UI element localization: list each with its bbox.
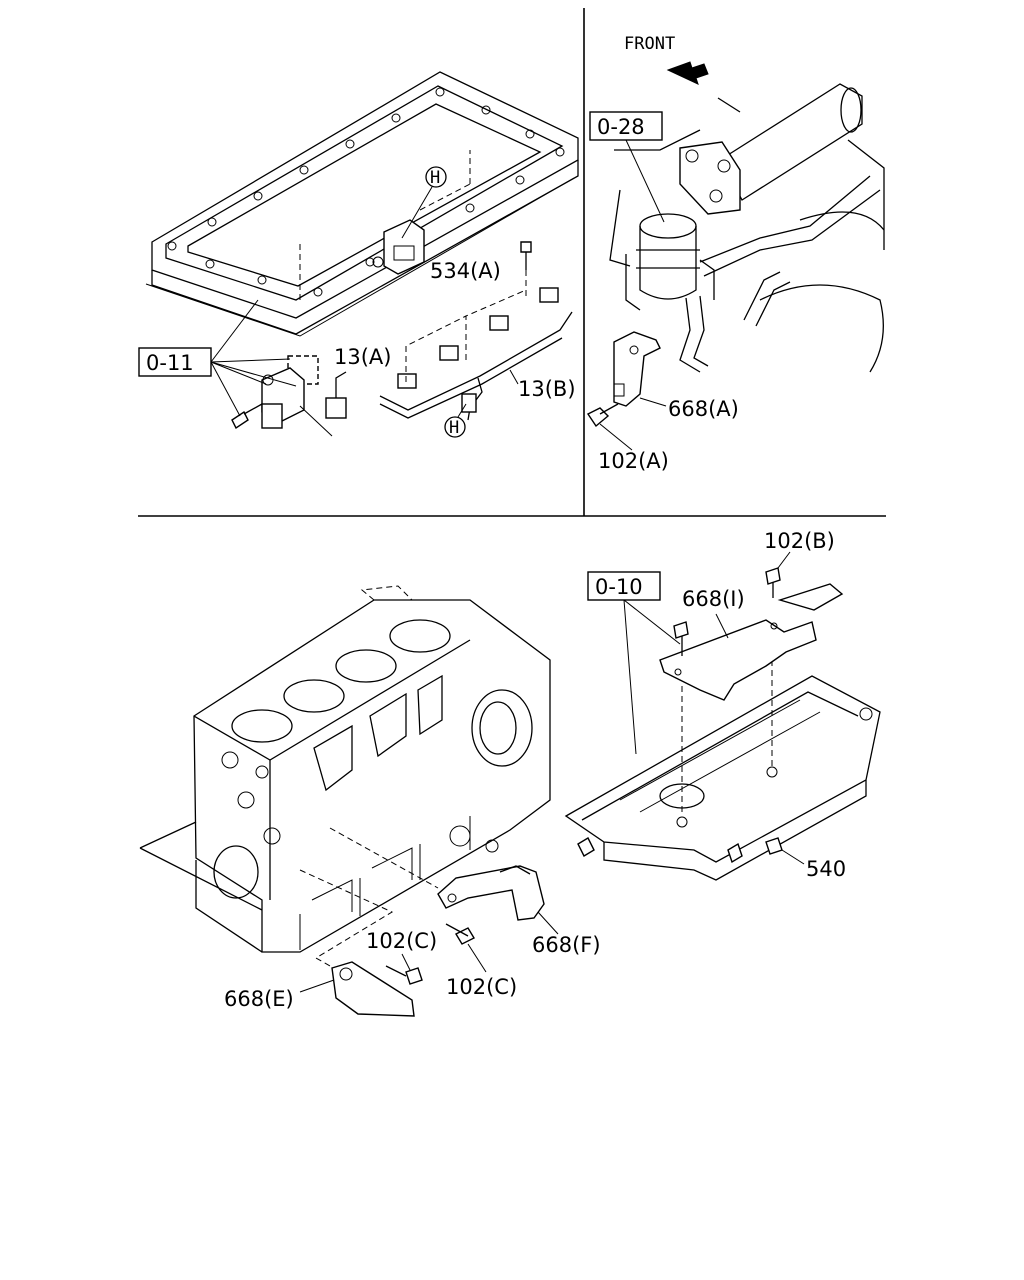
bracket-668e <box>299 961 415 1017</box>
bolt-102b <box>765 551 791 598</box>
ref-0-28: 0-28 <box>589 111 665 223</box>
ref-0-11-label: 0-11 <box>146 351 194 375</box>
label-668e: 668(E) <box>224 987 294 1011</box>
oil-pan-drawing <box>145 71 579 337</box>
bracket-668a <box>613 331 667 407</box>
label-102c-left: 102(C) <box>366 929 437 953</box>
bracket-668f <box>437 865 559 935</box>
bolt-102c-right <box>445 923 487 973</box>
connector-13a <box>325 371 347 419</box>
ref-0-28-label: 0-28 <box>597 115 645 139</box>
label-540: 540 <box>806 857 846 881</box>
bolt-102c-left <box>385 953 423 985</box>
front-label: FRONT <box>624 34 675 54</box>
marker-h-bottom: H <box>444 403 467 438</box>
label-102c-right: 102(C) <box>446 975 517 999</box>
label-668f: 668(F) <box>532 933 601 957</box>
bolt-0-10 <box>673 621 689 656</box>
lower-pan-drawing <box>564 660 881 881</box>
label-534a: 534(A) <box>430 259 501 283</box>
label-13b: 13(B) <box>518 377 576 401</box>
marker-h-bottom-label: H <box>449 418 459 438</box>
label-668i: 668(I) <box>682 587 745 611</box>
wiring-harness <box>379 287 573 421</box>
front-arrow-icon <box>666 61 709 85</box>
cylinder-block-drawing <box>139 585 551 1001</box>
bolt-534a <box>520 241 532 298</box>
label-102a: 102(A) <box>598 449 669 473</box>
marker-h-top-label: H <box>430 168 440 188</box>
label-13a: 13(A) <box>334 345 391 369</box>
ref-0-10: 0-10 <box>587 571 681 755</box>
bracket-668i <box>659 583 844 701</box>
label-102b: 102(B) <box>764 529 835 553</box>
label-668a: 668(A) <box>668 397 739 421</box>
bolt-102a <box>586 403 633 451</box>
ref-0-10-label: 0-10 <box>595 575 643 599</box>
marker-h-top: H <box>401 166 447 239</box>
engine-side-drawing <box>609 83 885 373</box>
ref-0-11: 0-11 <box>138 299 297 417</box>
oil-level-sensor <box>231 355 333 437</box>
nut-540 <box>765 837 805 865</box>
